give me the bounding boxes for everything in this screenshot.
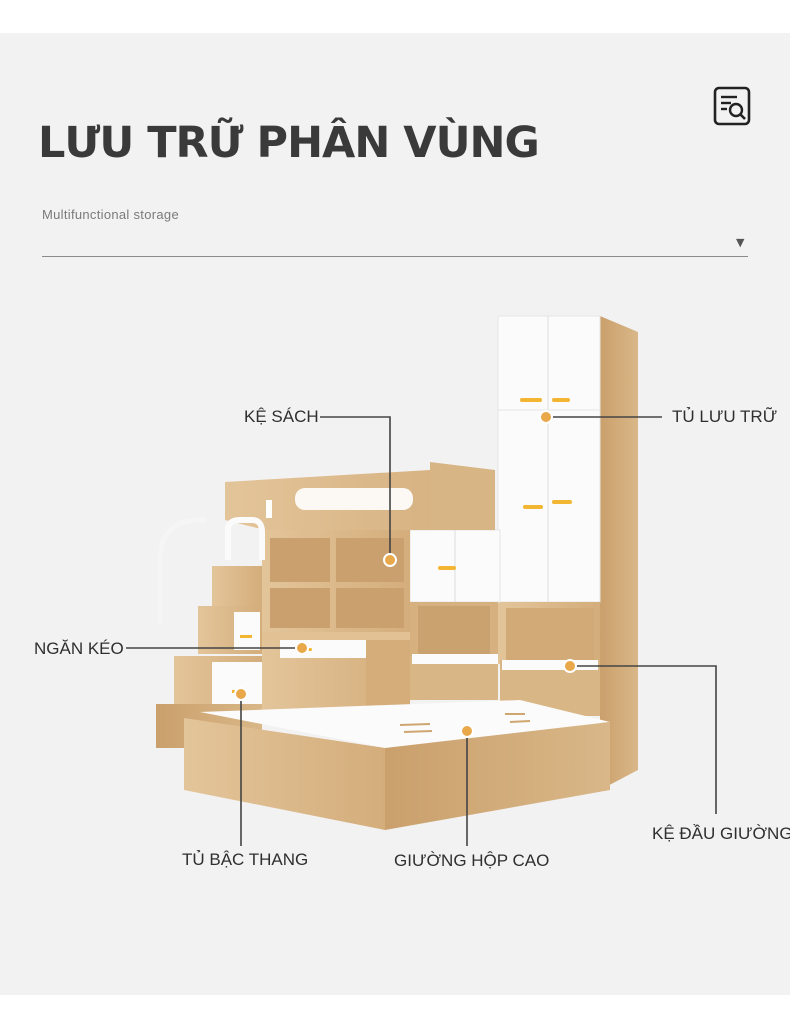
box-bed [184,700,610,830]
callout-markers [234,410,577,738]
label-ke-dau-giuong: KỆ ĐẦU GIƯỜNG [652,824,790,843]
marker-tu-luu-tru [539,410,553,424]
label-ngan-keo: NGĂN KÉO [34,639,124,658]
label-tu-bac-thang: TỦ BẬC THANG [182,850,309,869]
wardrobe [497,315,638,790]
marker-giuong-hop-cao [460,724,474,738]
marker-tu-bac-thang [234,687,248,701]
marker-ngan-keo [295,641,309,655]
marker-ke-dau-giuong [563,659,577,673]
upper-cabinet [409,529,501,662]
caret-down-icon[interactable]: ▼ [736,236,745,249]
page-title: LƯU TRỮ PHÂN VÙNG [38,118,540,168]
label-ke-sach: KỆ SÁCH [244,407,319,426]
page-subtitle: Multifunctional storage [42,207,179,222]
callout-lines [126,416,717,846]
loft-frame [225,462,495,530]
label-giuong-hop-cao: GIƯỜNG HỘP CAO [394,851,550,870]
label-tu-luu-tru: TỦ LƯU TRỮ [672,407,778,426]
marker-ke-sach [383,553,397,567]
document-search-icon[interactable] [713,86,751,126]
title-divider [42,256,748,257]
